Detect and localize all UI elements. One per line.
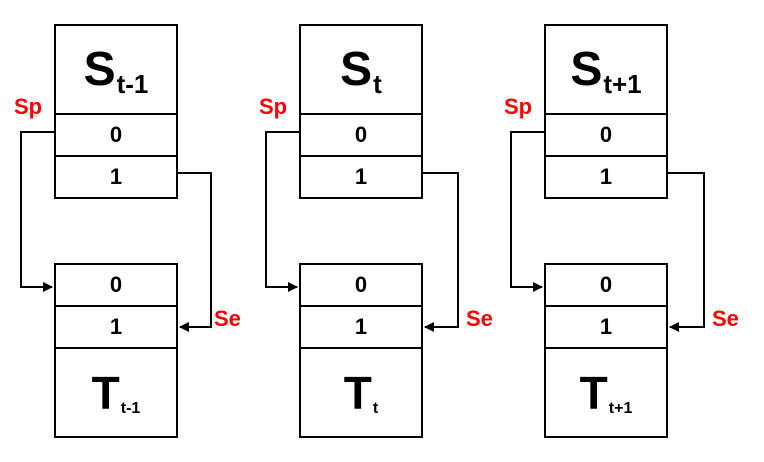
se-arrow — [178, 172, 212, 332]
top-cell-1: 1 — [54, 155, 178, 199]
sp-label: Sp — [259, 94, 288, 119]
sp-label: Sp — [504, 94, 533, 119]
bottom-cell-1: 1 — [299, 305, 423, 349]
s-subscript: t — [373, 68, 382, 99]
sp-label: Sp — [14, 94, 43, 119]
top-cell-0: 0 — [54, 113, 178, 157]
se-arrow — [668, 172, 705, 332]
sp-arrow — [265, 131, 299, 292]
t-main: T — [91, 366, 120, 419]
t-subscript: t-1 — [120, 399, 141, 417]
s-main: S — [83, 42, 116, 96]
s-subscript: t+1 — [603, 68, 642, 99]
t-main: T — [579, 366, 608, 419]
se-arrow — [423, 172, 459, 332]
top-cell-1: 1 — [544, 155, 668, 199]
s-main: S — [340, 42, 373, 96]
t-main: T — [343, 366, 372, 419]
s-main: S — [570, 42, 603, 96]
t-subscript: t — [372, 399, 379, 417]
bottom-cell-1: 1 — [544, 305, 668, 349]
se-label: Se — [214, 306, 241, 331]
se-label: Se — [712, 306, 739, 331]
sp-arrow — [510, 131, 544, 292]
top-cell-1: 1 — [299, 155, 423, 199]
t-subscript: t+1 — [608, 399, 633, 417]
top-cell-0: 0 — [544, 113, 668, 157]
s-subscript: t-1 — [116, 68, 149, 99]
bottom-cell-0: 0 — [544, 263, 668, 307]
sp-arrow — [20, 131, 54, 292]
se-label: Se — [466, 306, 493, 331]
